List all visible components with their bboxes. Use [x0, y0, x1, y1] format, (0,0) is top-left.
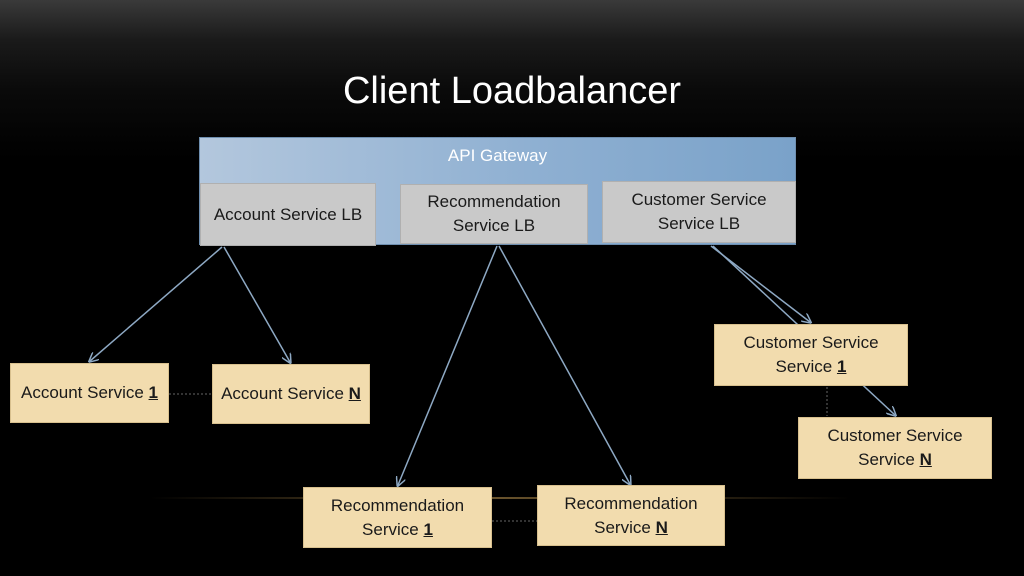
- lb-label-line1: Customer Service: [631, 190, 767, 209]
- service-label-line2: Service: [858, 450, 920, 469]
- service-label: Account Service: [221, 384, 349, 403]
- service-label-line1: Recommendation: [330, 495, 465, 515]
- lb-label-line1: Recommendation: [427, 192, 561, 211]
- account-service-n: Account Service N: [212, 364, 370, 424]
- recommendation-service-lb: Recommendation Service LB: [400, 184, 588, 244]
- service-label-line1: Customer Service: [743, 333, 879, 352]
- lb-label-line1: Account Service LB: [213, 204, 363, 224]
- service-label-line2: Service: [594, 517, 656, 537]
- slide-title: Client Loadbalancer: [342, 70, 681, 112]
- instance-number: N: [348, 384, 361, 403]
- arrow-account-lb-to-account-1: [90, 246, 223, 361]
- customer-service-1: Customer Service Service 1: [714, 324, 908, 386]
- service-label-line2: Service: [362, 519, 424, 539]
- arrow-recommendation-lb-to-recommendation-1: [398, 245, 498, 485]
- lb-label-line2: Service LB: [452, 216, 536, 235]
- service-label-line1: Recommendation: [564, 493, 698, 513]
- instance-number: 1: [148, 383, 159, 402]
- instance-number: 1: [836, 357, 847, 376]
- recommendation-service-1: Recommendation Service 1: [303, 487, 492, 548]
- instance-number: N: [655, 517, 668, 537]
- customer-service-n: Customer Service Service N: [798, 417, 992, 479]
- recommendation-service-n: Recommendation Service N: [537, 485, 725, 546]
- decorative-glow-line: [150, 497, 850, 499]
- service-label-line2: Service: [775, 357, 837, 376]
- service-label-line1: Customer Service: [827, 426, 963, 445]
- lb-label-line2: Service LB: [657, 214, 741, 233]
- arrow-account-lb-to-account-n: [223, 246, 290, 362]
- arrow-recommendation-lb-to-recommendation-n: [498, 245, 630, 484]
- account-service-lb: Account Service LB: [200, 183, 376, 246]
- account-service-1: Account Service 1: [10, 363, 169, 423]
- instance-number: 1: [423, 519, 433, 539]
- api-gateway-label: API Gateway: [447, 146, 548, 165]
- instance-number: N: [919, 450, 932, 469]
- customer-service-lb: Customer Service Service LB: [602, 181, 796, 243]
- service-label: Account Service: [20, 383, 149, 402]
